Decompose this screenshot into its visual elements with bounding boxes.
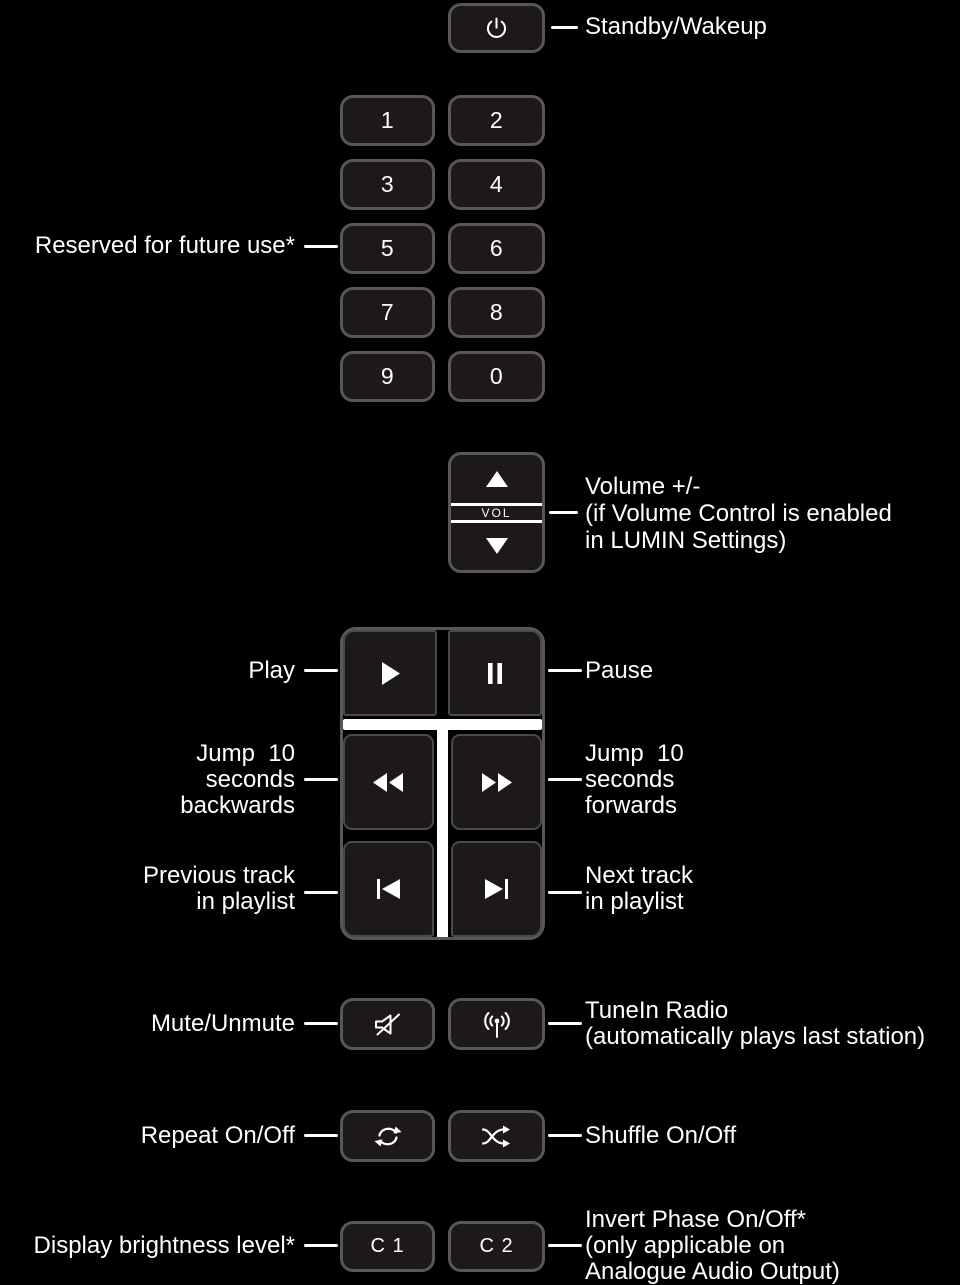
numpad-button-9[interactable]: 9: [340, 351, 435, 402]
mute-button[interactable]: [340, 998, 435, 1050]
leader-line: [304, 1134, 338, 1137]
repeat-button[interactable]: [340, 1110, 435, 1162]
numpad-digit: 2: [489, 107, 504, 133]
leader-line: [548, 1134, 582, 1137]
cluster-divider-vertical: [437, 719, 448, 937]
jump-back-button[interactable]: [343, 734, 434, 830]
custom-button-c2[interactable]: C 2: [448, 1221, 545, 1272]
previous-track-icon: [377, 879, 400, 899]
play-button[interactable]: [343, 630, 437, 716]
display-brightness-label: Display brightness level*: [33, 1232, 295, 1259]
volume-label: Volume +/- (if Volume Control is enabled…: [585, 473, 892, 554]
numpad-button-1[interactable]: 1: [340, 95, 435, 146]
leader-line: [548, 891, 582, 894]
numpad-caption: Reserved for future use*: [34, 232, 295, 259]
numpad-button-2[interactable]: 2: [448, 95, 545, 146]
numpad-digit: 8: [489, 299, 504, 325]
volume-band-text: VOL: [481, 505, 512, 520]
leader-line: [304, 245, 338, 248]
leader-line: [548, 1022, 582, 1025]
volume-down-button[interactable]: [451, 523, 542, 571]
numpad-digit: 9: [380, 363, 395, 389]
pause-label: Pause: [585, 657, 654, 684]
shuffle-button[interactable]: [448, 1110, 545, 1162]
c1-text: C 1: [370, 1235, 405, 1257]
leader-line: [548, 669, 582, 672]
numpad-digit: 4: [489, 171, 504, 197]
volume-up-button[interactable]: [451, 455, 542, 503]
volume-band: VOL: [451, 502, 542, 523]
play-label: Play: [248, 657, 295, 684]
tunein-label: TuneIn Radio (automatically plays last s…: [585, 997, 926, 1050]
tunein-radio-button[interactable]: [448, 998, 545, 1050]
c2-text: C 2: [479, 1235, 514, 1257]
pause-button[interactable]: [448, 630, 542, 716]
numpad-digit: 5: [380, 235, 395, 261]
numpad-digit: 7: [380, 299, 395, 325]
shuffle-label: Shuffle On/Off: [585, 1122, 737, 1149]
power-icon: [483, 15, 510, 42]
previous-track-label: Previous track in playlist: [142, 862, 295, 915]
broadcast-antenna-icon: [482, 1010, 512, 1039]
fast-forward-icon: [481, 772, 512, 792]
custom-button-c1[interactable]: C 1: [340, 1221, 435, 1272]
leader-line: [304, 891, 338, 894]
standby-button[interactable]: [448, 3, 545, 53]
numpad-button-8[interactable]: 8: [448, 287, 545, 338]
transport-cluster: [340, 627, 545, 940]
next-track-icon: [485, 879, 508, 899]
volume-down-icon: [485, 538, 508, 555]
jump-forward-label: Jump 10 seconds forwards: [585, 740, 684, 819]
repeat-label: Repeat On/Off: [140, 1122, 295, 1149]
pause-icon: [487, 662, 503, 684]
leader-line: [304, 669, 338, 672]
numpad-button-7[interactable]: 7: [340, 287, 435, 338]
cluster-divider-horizontal: [343, 719, 542, 730]
mute-icon: [371, 1011, 404, 1038]
numpad-button-5[interactable]: 5: [340, 223, 435, 274]
play-icon: [380, 661, 400, 685]
next-track-label: Next track in playlist: [585, 862, 694, 915]
invert-phase-label: Invert Phase On/Off* (only applicable on…: [585, 1206, 840, 1285]
previous-track-button[interactable]: [343, 841, 434, 937]
numpad-button-4[interactable]: 4: [448, 159, 545, 210]
leader-line: [304, 778, 338, 781]
jump-back-label: Jump 10 seconds backwards: [180, 740, 295, 819]
leader-line: [304, 1244, 338, 1247]
jump-forward-button[interactable]: [451, 734, 542, 830]
numpad-button-6[interactable]: 6: [448, 223, 545, 274]
next-track-button[interactable]: [451, 841, 542, 937]
repeat-icon: [372, 1124, 404, 1149]
leader-line: [548, 778, 582, 781]
numpad-digit: 6: [489, 235, 504, 261]
rewind-icon: [373, 772, 404, 792]
leader-line: [548, 1244, 582, 1247]
volume-up-icon: [485, 470, 508, 487]
volume-rocker: VOL: [448, 452, 545, 573]
numpad-digit: 3: [380, 171, 395, 197]
leader-line: [549, 511, 578, 514]
mute-label: Mute/Unmute: [150, 1010, 295, 1037]
numpad-button-0[interactable]: 0: [448, 351, 545, 402]
leader-line: [551, 26, 578, 29]
leader-line: [304, 1022, 338, 1025]
numpad-button-3[interactable]: 3: [340, 159, 435, 210]
numpad-digit: 0: [489, 363, 504, 389]
shuffle-icon: [480, 1125, 513, 1148]
numpad-digit: 1: [380, 107, 395, 133]
standby-label: Standby/Wakeup: [585, 13, 767, 40]
